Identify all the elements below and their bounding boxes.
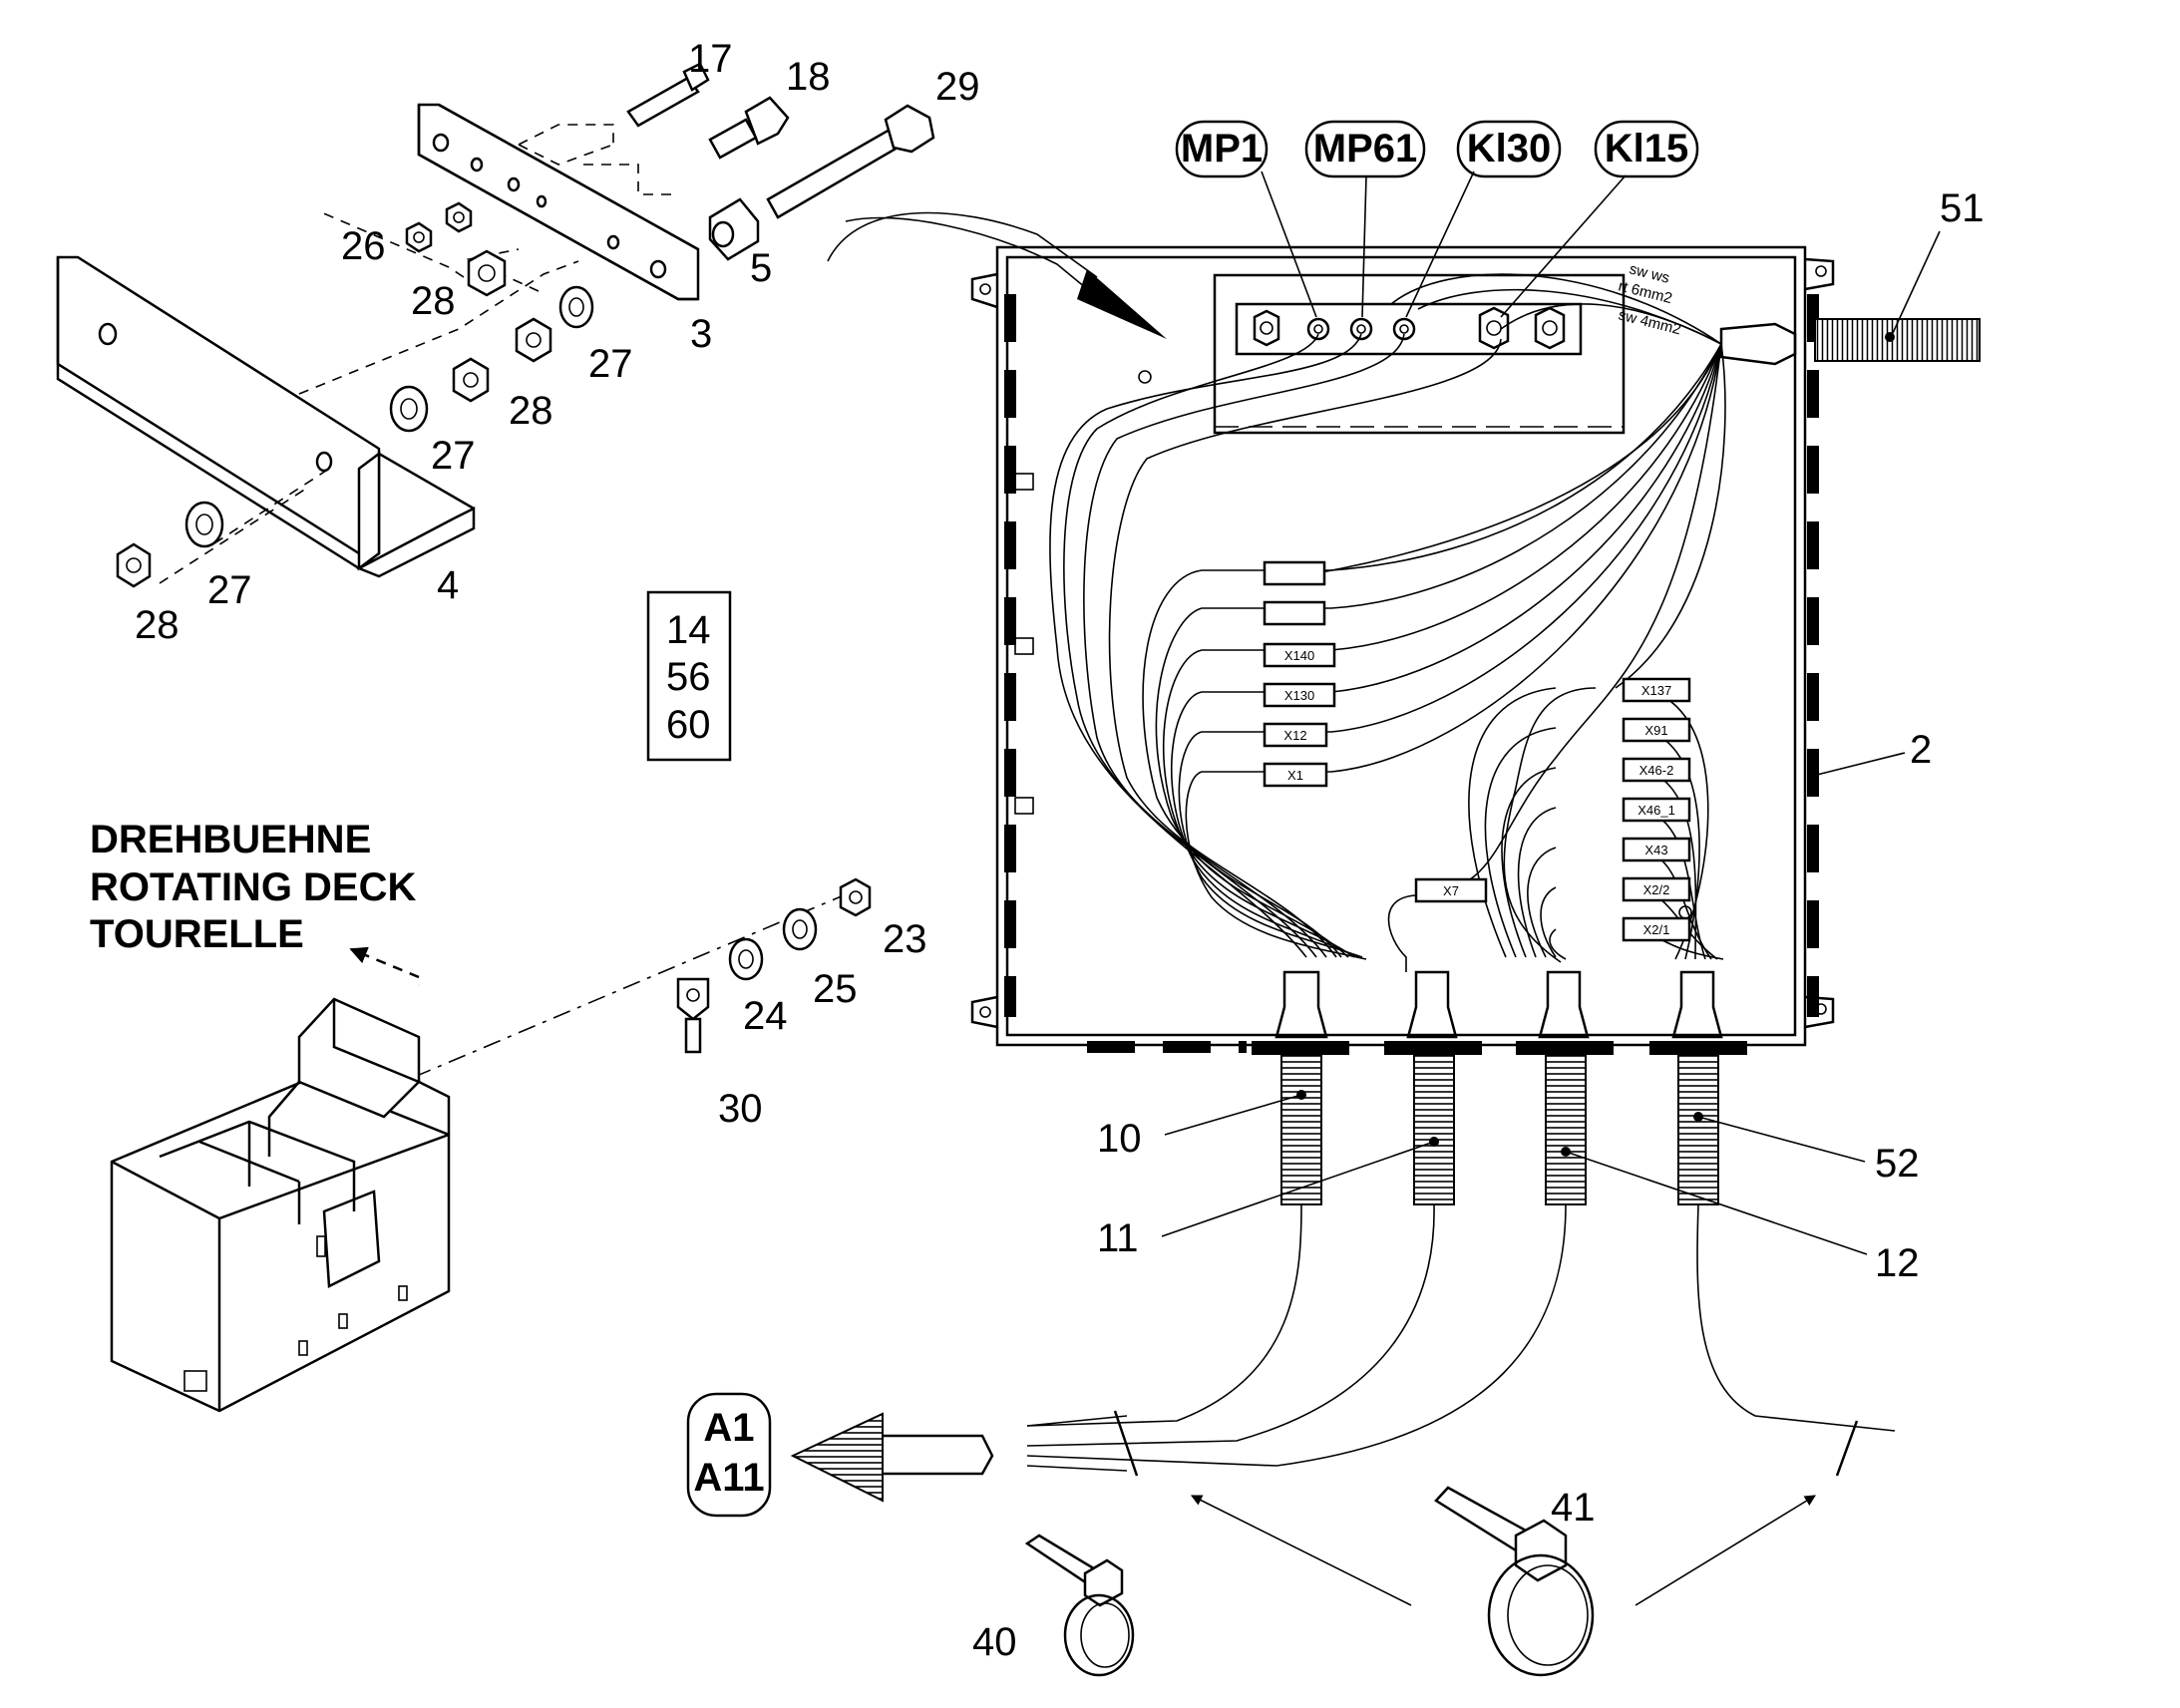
washer-27c: [184, 501, 224, 548]
callout-41: 41: [1551, 1486, 1596, 1530]
cable-bundle-10: [1026, 1054, 1322, 1427]
connector-x137: X137: [1641, 683, 1671, 698]
terminal-strip: [1213, 273, 1626, 435]
control-box: MP1 MP61 Kl30 Kl15 51 sw ws rt 6mm2 s: [827, 120, 1985, 1467]
callout-18: 18: [786, 55, 831, 99]
destination-label: DREHBUEHNE ROTATING DECK TOURELLE: [90, 818, 416, 956]
cable-bundle-12: [1026, 1054, 1587, 1467]
connector-x12: X12: [1283, 728, 1306, 743]
callout-4: 4: [437, 563, 459, 607]
target-tag: A1 A11: [686, 1392, 772, 1518]
callout-11: 11: [1097, 1216, 1139, 1260]
callout-52: 52: [1875, 1142, 1920, 1186]
connector-x43: X43: [1644, 843, 1667, 857]
cable-bundle-11: [1026, 1054, 1455, 1447]
nut-23: [839, 877, 872, 917]
bolt-29: [766, 104, 935, 219]
callout-17: 17: [688, 37, 733, 81]
callout-26: 26: [341, 224, 386, 268]
connectors-left: X140 X130 X12 X1: [1263, 560, 1336, 788]
tag-a1: A1: [703, 1406, 754, 1450]
wire-harness-left: [1049, 273, 1722, 960]
output-arrow: [790, 1412, 1128, 1503]
callout-10: 10: [1097, 1117, 1142, 1161]
mounting-plate: [417, 103, 700, 301]
terminal-tags: MP1 MP61 Kl30 Kl15: [1175, 120, 1699, 318]
callout-24: 24: [743, 994, 788, 1038]
connector-x130: X130: [1284, 688, 1314, 703]
callout-27b: 27: [431, 434, 476, 478]
wire-notes: sw ws rt 6mm2 sw 4mm2: [1617, 260, 1682, 338]
callout-23: 23: [883, 917, 927, 961]
connector-x46-2: X46-2: [1639, 763, 1674, 778]
tag-kl15: Kl15: [1605, 127, 1689, 171]
mounting-hardware-group: [56, 62, 935, 588]
angle-bracket: [56, 255, 476, 578]
terminal-stud-1: [1253, 309, 1280, 347]
callout-25: 25: [813, 967, 858, 1011]
terminal-stud-mp1: [1306, 317, 1330, 341]
nut-26b: [445, 201, 473, 233]
callout-51: 51: [1940, 186, 1985, 230]
destination-label-fr: TOURELLE: [90, 912, 304, 956]
washer-27a: [558, 285, 594, 329]
tag-mp61: MP61: [1313, 127, 1418, 171]
callout-40: 40: [972, 1620, 1017, 1664]
connector-x2-1: X2/1: [1643, 922, 1670, 937]
spacer-5: [708, 197, 760, 261]
cable-bundle-52: [1677, 1054, 1896, 1432]
bolt-18: [708, 96, 790, 160]
callout-29: 29: [935, 65, 980, 109]
connector-x2-2: X2/2: [1643, 882, 1670, 897]
destination-label-en: ROTATING DECK: [90, 865, 416, 909]
callout-5: 5: [750, 246, 772, 290]
tag-a11: A11: [693, 1456, 764, 1500]
rotating-deck-housing: [110, 997, 451, 1413]
nut-28d: [116, 542, 152, 588]
connector-x7: X7: [1443, 883, 1459, 898]
washer-25: [782, 907, 818, 951]
bolt-17: [626, 62, 710, 128]
terminal-stud-kl15: [1478, 306, 1510, 350]
ground-cable-30: [416, 977, 710, 1116]
cable-glands: [1252, 970, 1747, 1055]
reference-box: 14 56 60: [646, 590, 732, 762]
callout-12: 12: [1875, 1241, 1920, 1285]
cable-tie-41: [1434, 1486, 1595, 1677]
nut-28c: [452, 357, 490, 403]
callout-2: 2: [1910, 728, 1932, 772]
callout-27c: 27: [207, 568, 252, 612]
ref-box-line-2: 56: [666, 655, 711, 699]
connectors-right: X7 X137 X91 X46-2 X46_1 X43 X2/2 X2/1: [1414, 677, 1692, 942]
direction-arrow: [349, 946, 420, 979]
terminal-stud-kl30: [1392, 317, 1416, 341]
insert-arrow: [827, 211, 1167, 339]
callout-28c: 28: [135, 603, 180, 647]
callout-28a: 28: [411, 279, 456, 323]
callout-30: 30: [718, 1087, 763, 1131]
cable-tie-40: [1024, 1534, 1135, 1677]
callout-27a: 27: [588, 342, 633, 386]
destination-label-de: DREHBUEHNE: [90, 818, 371, 861]
tag-kl30: Kl30: [1467, 127, 1552, 171]
nut-26a: [405, 221, 433, 253]
terminal-stud-6: [1534, 306, 1566, 350]
connector-x140: X140: [1284, 648, 1314, 663]
washer-24: [728, 937, 764, 981]
nut-28a: [467, 249, 507, 297]
ref-box-line-1: 14: [666, 608, 711, 652]
callout-3: 3: [690, 312, 712, 356]
connector-x46-1: X46_1: [1637, 803, 1675, 818]
connector-x1: X1: [1287, 768, 1303, 783]
tag-mp1: MP1: [1181, 127, 1263, 171]
callout-28b: 28: [509, 389, 553, 433]
ref-box-line-3: 60: [666, 703, 711, 747]
washer-27b: [389, 385, 429, 433]
connector-x91: X91: [1644, 723, 1667, 738]
cable-51: [1719, 318, 1981, 366]
terminal-stud-mp61: [1349, 317, 1373, 341]
nut-28b: [515, 317, 552, 363]
